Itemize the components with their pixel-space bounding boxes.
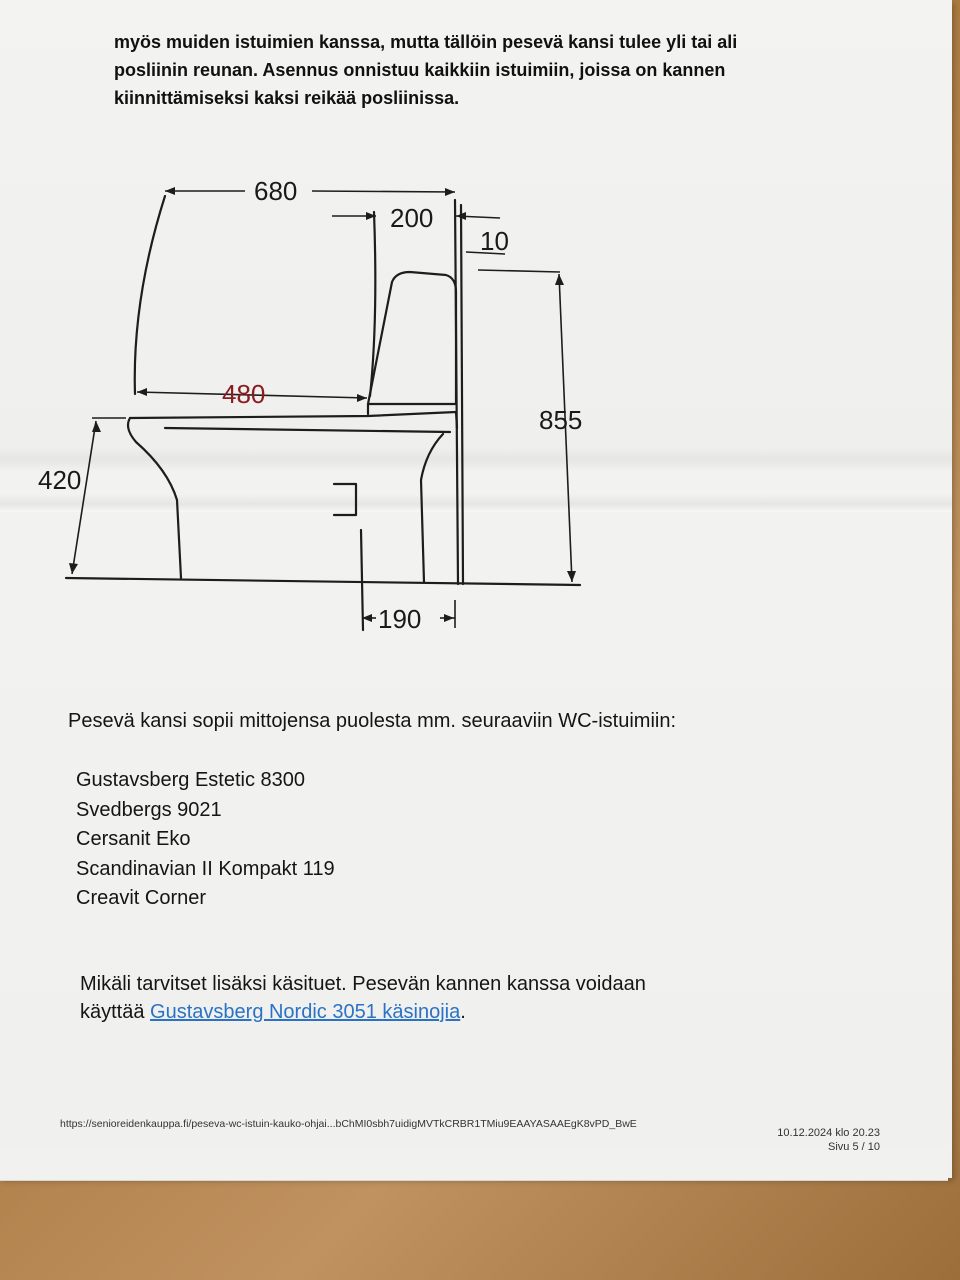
dim-line-480 bbox=[136, 391, 368, 399]
dim-label-10: 10 bbox=[480, 226, 509, 256]
armrest-product-link[interactable]: Gustavsberg Nordic 3051 käsinojia bbox=[150, 1001, 461, 1023]
armrest-note-line-2: käyttää Gustavsberg Nordic 3051 käsinoji… bbox=[80, 998, 646, 1026]
bowl-rear-outline bbox=[419, 432, 445, 584]
front-extension-line bbox=[133, 194, 167, 396]
outlet-center-line bbox=[359, 528, 365, 632]
armrest-note: Mikäli tarvitset lisäksi käsituet. Pesev… bbox=[80, 970, 646, 1026]
note-prefix: käyttää bbox=[80, 1001, 151, 1023]
seat-lower-line bbox=[163, 426, 452, 434]
seat-top-outline bbox=[128, 410, 459, 430]
footer-print-date: 10.12.2024 klo 20.23 bbox=[777, 1127, 880, 1139]
tank-outline bbox=[366, 270, 458, 416]
intro-paragraph: myös muiden istuimien kanssa, mutta täll… bbox=[114, 28, 854, 112]
fit-intro-text: Pesevä kansi sopii mittojensa puolesta m… bbox=[68, 710, 677, 732]
footer-source-url: https://senioreidenkauppa.fi/peseva-wc-i… bbox=[60, 1118, 637, 1130]
outlet-bracket bbox=[332, 482, 358, 517]
compatible-models-list: Gustavsberg Estetic 8300 Svedbergs 9021 … bbox=[76, 766, 335, 914]
list-item: Svedbergs 9021 bbox=[76, 798, 222, 821]
intro-line-3: kiinnittämiseksi kaksi reikää posliiniss… bbox=[114, 88, 460, 108]
dim-label-680: 680 bbox=[254, 176, 297, 206]
note-suffix: . bbox=[460, 1001, 466, 1023]
dim-line-680-right bbox=[311, 190, 456, 193]
paper-sheet: myös muiden istuimien kanssa, mutta täll… bbox=[0, 0, 952, 1178]
paper-fold bbox=[0, 494, 952, 512]
list-item: Creavit Corner bbox=[76, 887, 207, 909]
dim-label-855: 855 bbox=[539, 405, 582, 435]
dim-label-200: 200 bbox=[390, 203, 433, 233]
floor-line bbox=[64, 576, 582, 587]
tank-extension-line bbox=[368, 210, 377, 398]
bowl-front-outline bbox=[126, 416, 183, 580]
list-item: Scandinavian II Kompakt 119 bbox=[76, 857, 335, 880]
dim-line-10 bbox=[465, 251, 506, 255]
wall-line-inner bbox=[459, 203, 465, 586]
list-item: Cersanit Eko bbox=[76, 828, 191, 850]
intro-line-1: myös muiden istuimien kanssa, mutta täll… bbox=[114, 32, 738, 52]
dim-line-855 bbox=[558, 273, 573, 583]
dim-label-190: 190 bbox=[378, 604, 421, 634]
dim-line-420-vert bbox=[71, 420, 97, 575]
dim-line-10b bbox=[477, 269, 561, 273]
toilet-dimension-diagram: 680 200 10 480 855 420 190 bbox=[38, 176, 582, 634]
armrest-note-line-1: Mikäli tarvitset lisäksi käsituet. Pesev… bbox=[80, 973, 646, 995]
dimension-arrows bbox=[69, 187, 576, 622]
paper-stack-edge bbox=[0, 1150, 948, 1181]
dim-label-480: 480 bbox=[222, 379, 265, 409]
list-item: Gustavsberg Estetic 8300 bbox=[76, 769, 306, 791]
intro-line-2: posliinin reunan. Asennus onnistuu kaikk… bbox=[114, 60, 726, 80]
dim-label-420: 420 bbox=[38, 465, 81, 495]
